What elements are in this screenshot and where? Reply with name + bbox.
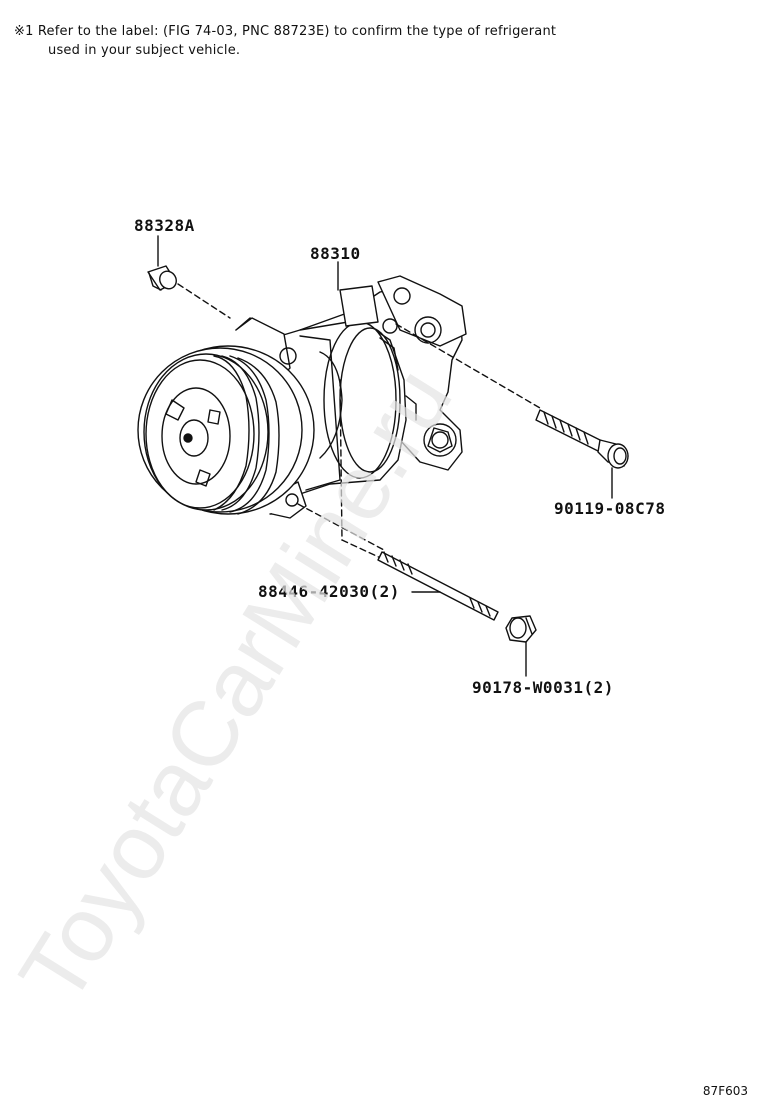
note-line-2: used in your subject vehicle. (48, 43, 241, 58)
nut-90178-W0031 (505, 615, 537, 643)
refrigerant-note: ※1 Refer to the label: (FIG 74-03, PNC 8… (14, 22, 556, 60)
part-label-88446-42030[interactable]: 88446-42030(2) (258, 582, 400, 601)
part-label-88328A[interactable]: 88328A (134, 216, 195, 235)
bolt-90119-08C78 (535, 409, 629, 469)
stud-88446-42030 (377, 551, 499, 621)
part-label-88310[interactable]: 88310 (310, 244, 361, 263)
figure-code: 87F603 (702, 1084, 748, 1098)
part-label-90119-08C78[interactable]: 90119-08C78 (554, 499, 666, 518)
bushing-88328A (147, 265, 177, 291)
compressor-body (235, 275, 467, 519)
part-label-90178-W0031[interactable]: 90178-W0031(2) (472, 678, 614, 697)
pulley (137, 345, 315, 515)
note-line-1: ※1 Refer to the label: (FIG 74-03, PNC 8… (14, 24, 557, 39)
